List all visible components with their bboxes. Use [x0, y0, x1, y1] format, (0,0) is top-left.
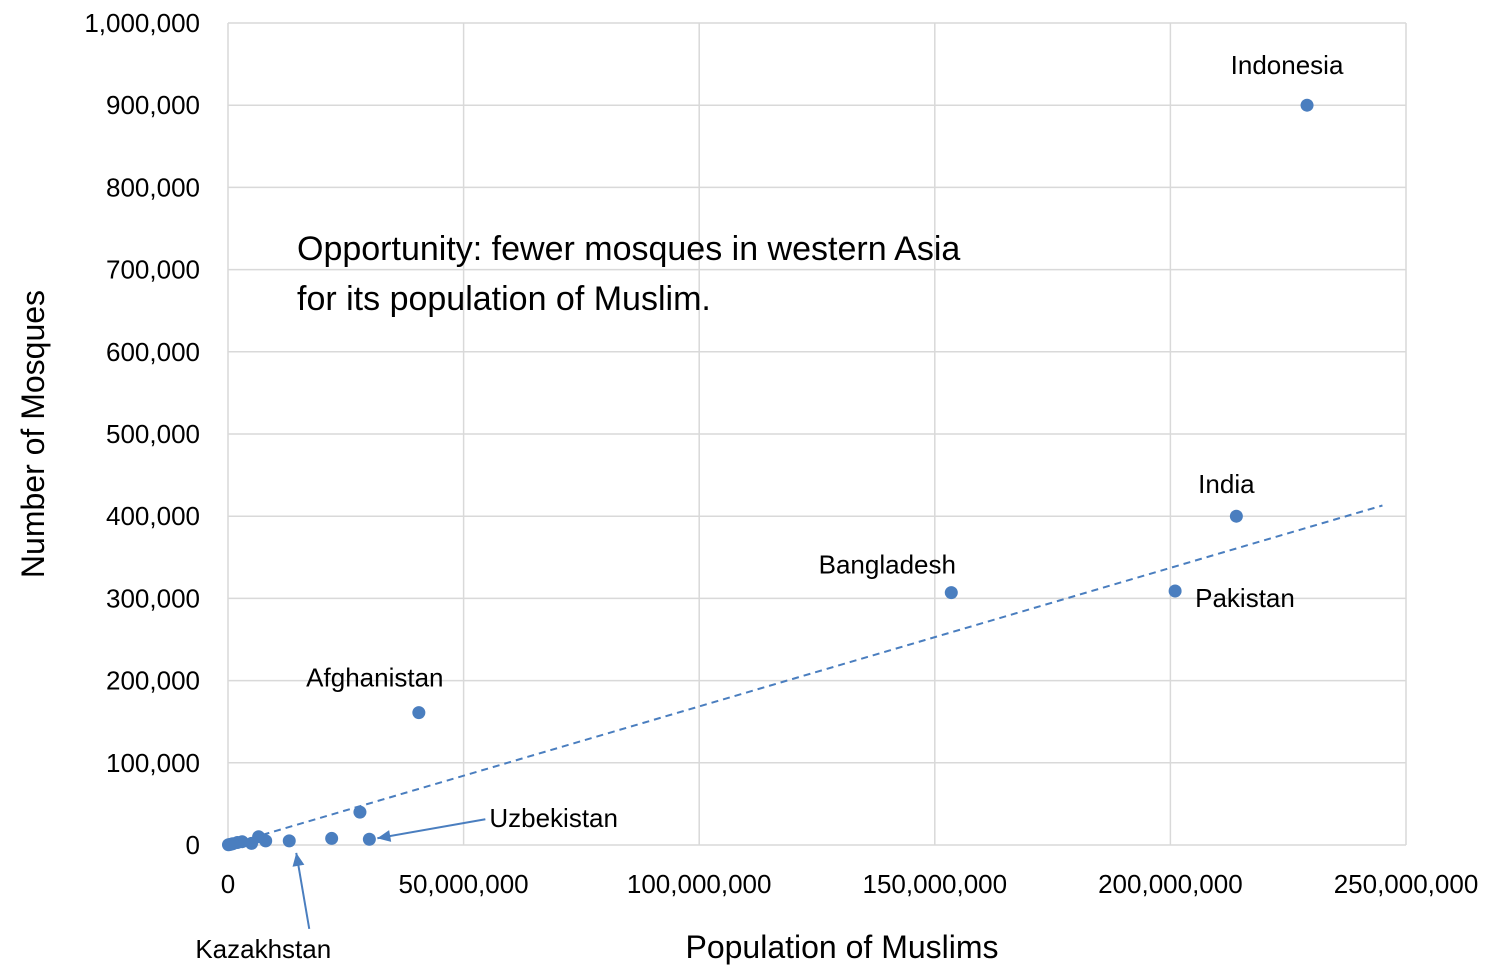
annotation-line-1: for its population of Muslim. [297, 280, 711, 318]
point-label-kazakhstan: Kazakhstan [195, 934, 331, 964]
trendline [227, 504, 1383, 846]
y-axis-title: Number of Mosques [15, 290, 51, 578]
data-point-bangladesh [944, 586, 958, 600]
data-point-kazakhstan [282, 834, 296, 848]
x-tick-label-5: 250,000,000 [1334, 869, 1479, 899]
y-tick-label-1: 100,000 [106, 748, 200, 778]
x-tick-label-0: 0 [221, 869, 235, 899]
y-tick-label-7: 700,000 [106, 255, 200, 285]
data-point-7 [353, 805, 367, 819]
y-tick-label-10: 1,000,000 [84, 8, 200, 38]
y-tick-label-6: 600,000 [106, 337, 200, 367]
annotation-text: Opportunity: fewer mosques in western As… [297, 230, 960, 318]
point-label-uzbekistan: Uzbekistan [489, 803, 618, 833]
data-point-8 [325, 831, 339, 845]
x-tick-label-3: 150,000,000 [863, 869, 1008, 899]
data-point-afghanistan [412, 706, 426, 720]
point-label-afghanistan: Afghanistan [306, 663, 443, 693]
data-point-16 [221, 838, 235, 852]
y-tick-label-0: 0 [186, 830, 200, 860]
label-arrows [292, 818, 486, 930]
annotation-line-0: Opportunity: fewer mosques in western As… [297, 230, 960, 268]
data-point-pakistan [1168, 584, 1182, 598]
y-tick-label-4: 400,000 [106, 501, 200, 531]
y-tick-label-5: 500,000 [106, 419, 200, 449]
data-point-uzbekistan [362, 832, 376, 846]
x-tick-label-4: 200,000,000 [1098, 869, 1243, 899]
point-label-india: India [1198, 469, 1255, 499]
y-tick-label-2: 200,000 [106, 666, 200, 696]
gridlines [227, 22, 1407, 846]
data-points [221, 98, 1314, 852]
y-tick-label-3: 300,000 [106, 583, 200, 613]
point-label-pakistan: Pakistan [1195, 583, 1295, 613]
x-tick-label-2: 100,000,000 [627, 869, 772, 899]
x-axis-title: Population of Muslims [685, 929, 998, 965]
arrow-uzbekistan-line [377, 818, 486, 840]
x-tick-label-1: 50,000,000 [399, 869, 529, 899]
point-label-indonesia: Indonesia [1231, 50, 1344, 80]
point-label-bangladesh: Bangladesh [819, 550, 956, 580]
data-point-indonesia [1300, 98, 1314, 112]
arrow-kazakhstan-head [292, 852, 305, 867]
y-tick-label-8: 800,000 [106, 172, 200, 202]
data-point-india [1229, 509, 1243, 523]
tick-labels: 0 100,000 200,000 300,000 400,000 500,000 600,… [84, 8, 1478, 899]
y-tick-label-9: 900,000 [106, 90, 200, 120]
arrow-uzbekistan-head [377, 830, 392, 842]
